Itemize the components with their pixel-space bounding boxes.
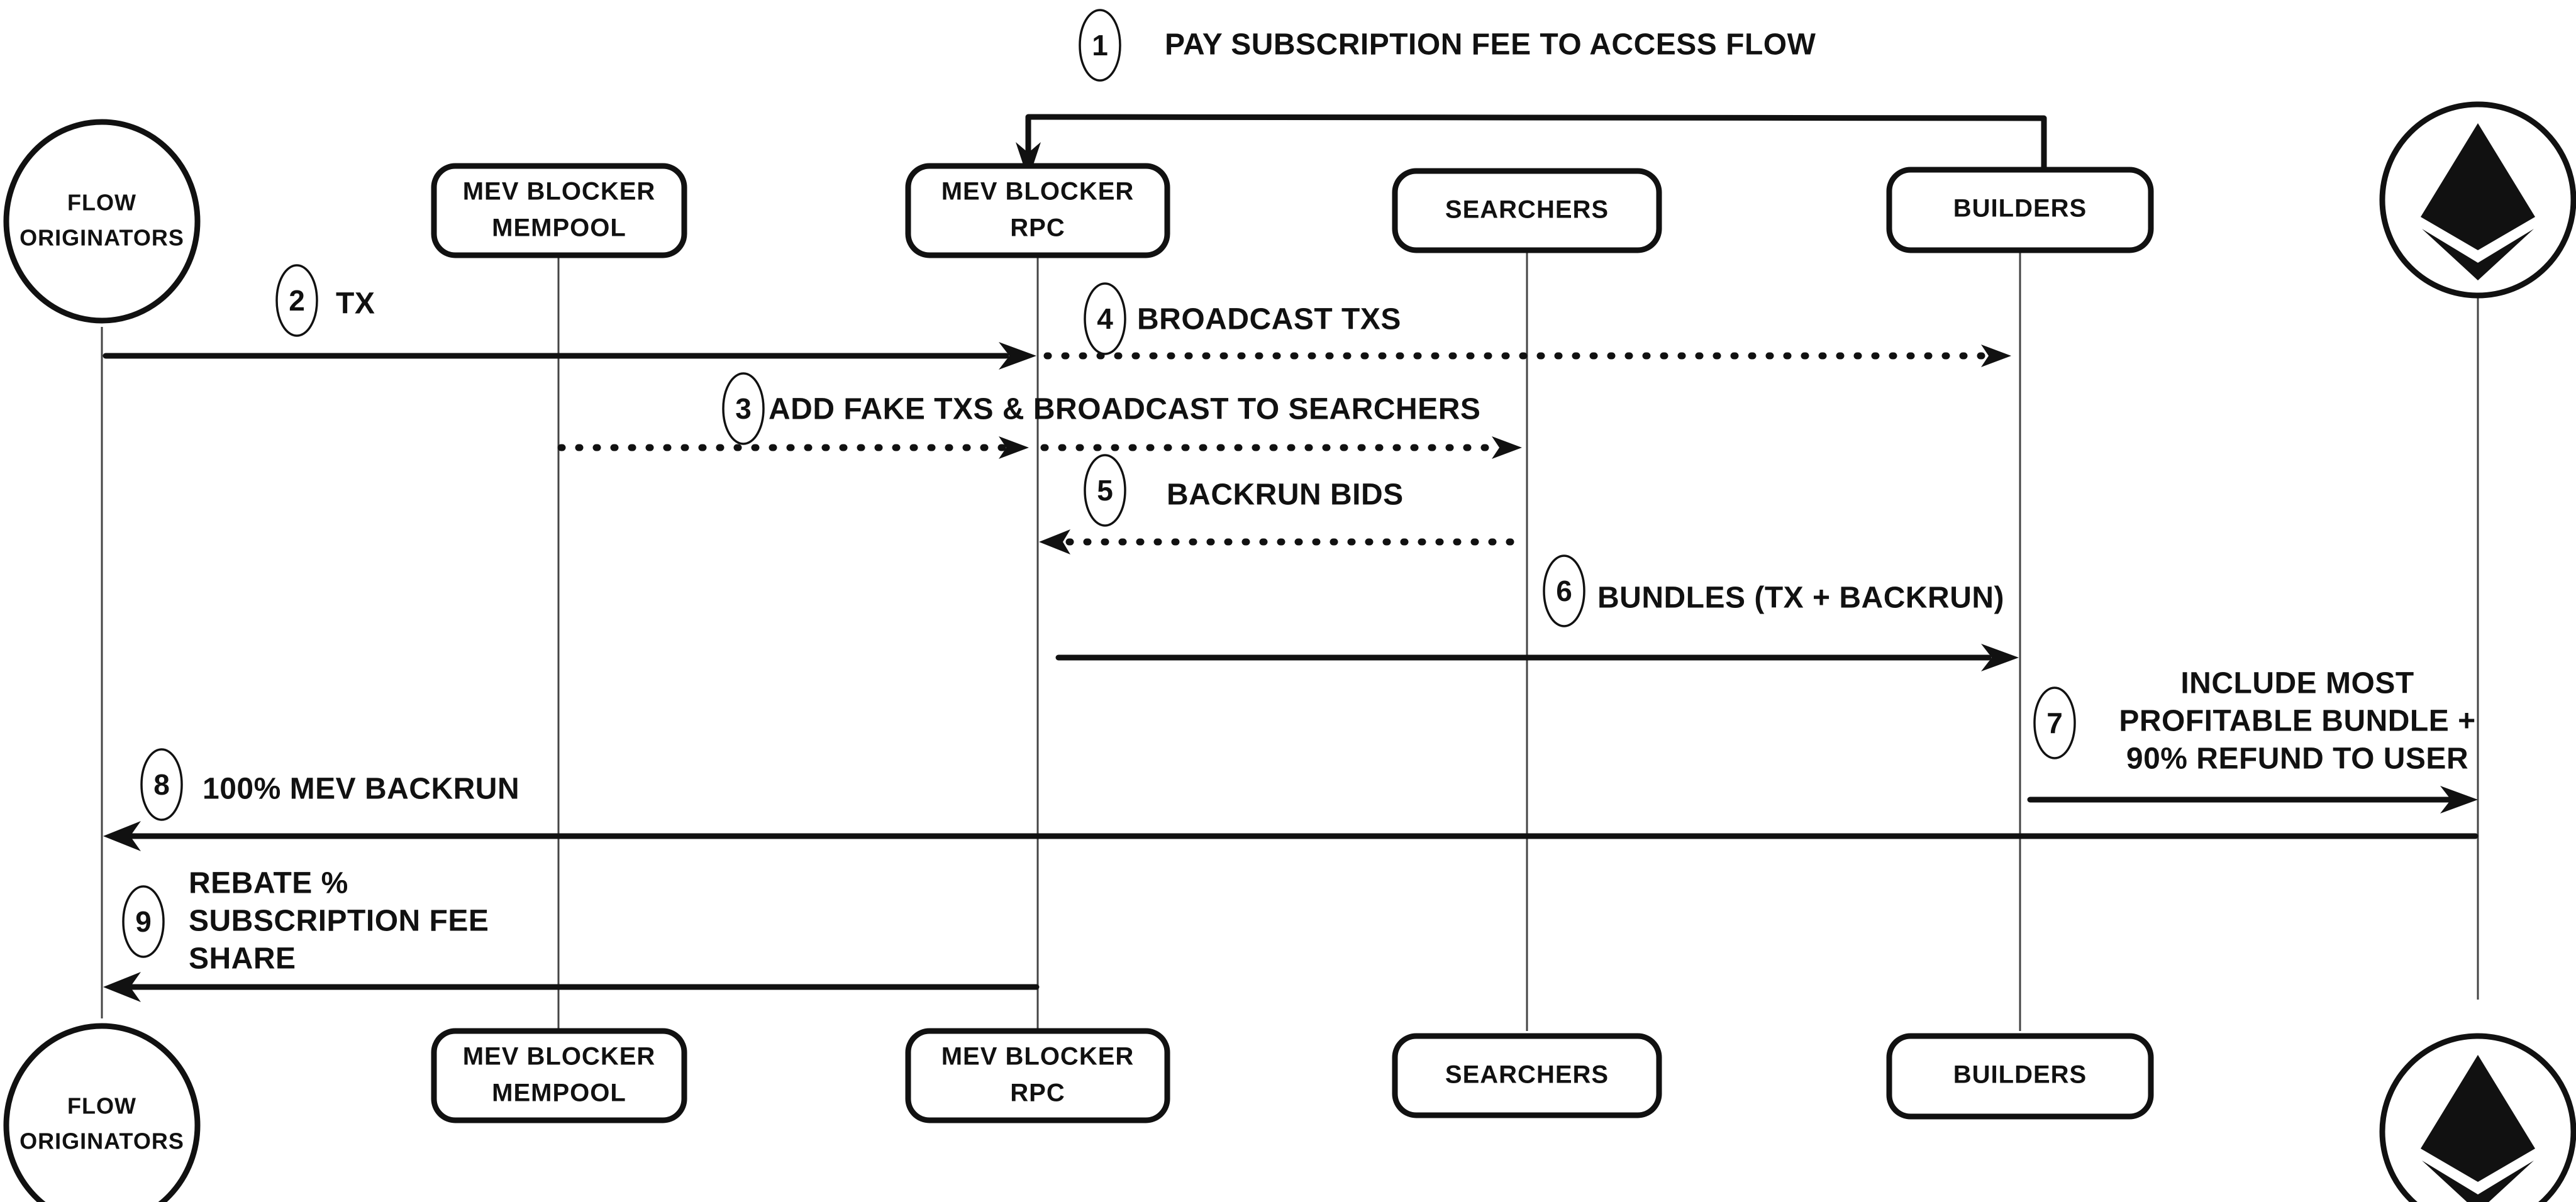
mev-blocker-mempool-box-top — [431, 163, 687, 258]
message-1-path — [1025, 114, 2047, 172]
participant-mev-blocker-rpc-bottom[interactable]: MEV BLOCKER RPC — [905, 1028, 1170, 1123]
flow-originators-circle-top — [3, 119, 201, 324]
mev-blocker-rpc-box-top — [905, 163, 1170, 258]
message-3-arrowhead-a — [999, 436, 1029, 459]
participant-ethereum-top[interactable] — [2379, 101, 2576, 299]
message-9-label-line2: SUBSCRIPTION FEE — [189, 905, 489, 938]
message-5-backrun-bids[interactable]: 5 BACKRUN BIDS — [1039, 454, 1526, 554]
message-9-label-line1: REBATE % — [189, 867, 348, 900]
message-5-label: BACKRUN BIDS — [1167, 478, 1404, 512]
step-badge-3 — [722, 372, 765, 445]
message-7-arrowhead — [2440, 786, 2478, 813]
step-badge-4 — [1084, 282, 1126, 355]
message-7-label-line3: 90% REFUND TO USER — [2126, 742, 2468, 776]
message-7-include-most-profitable-bundle[interactable]: 7 INCLUDE MOST PROFITABLE BUNDLE + 90% R… — [2027, 667, 2478, 813]
searchers-box-bottom — [1392, 1033, 1662, 1118]
message-3-add-fake-txs[interactable]: 3 ADD FAKE TXS & BROADCAST TO SEARCHERS — [557, 372, 1522, 459]
message-3-label: ADD FAKE TXS & BROADCAST TO SEARCHERS — [769, 393, 1480, 426]
participant-ethereum-bottom[interactable] — [2379, 1033, 2576, 1202]
step-badge-7 — [2033, 686, 2076, 759]
message-1-label: PAY SUBSCRIPTION FEE TO ACCESS FLOW — [1165, 28, 1816, 62]
mev-blocker-rpc-label-line2-bottom: RPC — [1010, 1079, 1065, 1107]
step-number-3: 3 — [735, 392, 752, 425]
message-6-bundles[interactable]: 6 BUNDLES (TX + BACKRUN) — [1055, 554, 2019, 671]
message-8-label: 100% MEV BACKRUN — [203, 773, 519, 806]
message-1-pay-subscription-fee[interactable]: 1 PAY SUBSCRIPTION FEE TO ACCESS FLOW — [1016, 9, 2047, 180]
participant-mev-blocker-mempool-bottom[interactable]: MEV BLOCKER MEMPOOL — [431, 1028, 687, 1123]
builders-box-top — [1886, 167, 2154, 253]
message-4-broadcast-txs[interactable]: 4 BROADCAST TXS — [1043, 282, 2011, 367]
step-badge-1 — [1079, 9, 1121, 82]
participant-searchers-bottom[interactable]: SEARCHERS — [1392, 1033, 1662, 1118]
message-8-mev-backrun[interactable]: 8 100% MEV BACKRUN — [103, 748, 2479, 851]
builders-label-top: BUILDERS — [1953, 195, 2087, 223]
step-number-2: 2 — [289, 284, 305, 317]
step-badge-2 — [275, 264, 318, 337]
mev-blocker-rpc-label-line1-top: MEV BLOCKER — [941, 178, 1135, 206]
mev-blocker-rpc-label-line1-bottom: MEV BLOCKER — [941, 1043, 1135, 1071]
mev-blocker-rpc-label-line2-top: RPC — [1010, 214, 1065, 242]
step-badge-6 — [1543, 554, 1585, 627]
flow-originators-circle-bottom — [3, 1023, 201, 1202]
step-number-8: 8 — [153, 768, 170, 801]
mev-blocker-rpc-box-bottom — [905, 1028, 1170, 1123]
step-badge-8 — [140, 748, 183, 821]
message-1-arrowhead — [1016, 142, 1041, 180]
flow-originators-label-line1-bottom: FLOW — [67, 1093, 136, 1119]
mev-blocker-mempool-label-line1-top: MEV BLOCKER — [463, 178, 656, 206]
builders-label-bottom: BUILDERS — [1953, 1061, 2087, 1089]
mev-blocker-mempool-label-line2-top: MEMPOOL — [492, 214, 626, 242]
message-4-label: BROADCAST TXS — [1137, 303, 1401, 336]
message-8-arrowhead — [103, 821, 141, 851]
step-number-6: 6 — [1556, 575, 1572, 607]
message-3-arrowhead-b — [1492, 436, 1522, 459]
flow-originators-label-line2-bottom: ORIGINATORS — [19, 1128, 184, 1154]
message-2-arrowhead — [999, 342, 1036, 370]
step-number-9: 9 — [135, 905, 152, 938]
step-number-4: 4 — [1097, 302, 1113, 335]
searchers-label-bottom: SEARCHERS — [1445, 1061, 1609, 1089]
participant-flow-originators-bottom[interactable]: FLOW ORIGINATORS — [3, 1023, 201, 1202]
participant-searchers-top[interactable]: SEARCHERS — [1392, 168, 1662, 253]
message-4-arrowhead — [1981, 345, 2011, 367]
participant-builders-top[interactable]: BUILDERS — [1886, 167, 2154, 253]
message-7-label-line2: PROFITABLE BUNDLE + — [2119, 705, 2475, 738]
message-2-label: TX — [336, 287, 375, 321]
participant-builders-bottom[interactable]: BUILDERS — [1886, 1033, 2154, 1120]
searchers-label-top: SEARCHERS — [1445, 196, 1609, 224]
message-7-label-line1: INCLUDE MOST — [2180, 667, 2414, 700]
step-number-5: 5 — [1097, 474, 1113, 507]
ethereum-logo-icon-bottom — [2421, 1055, 2535, 1202]
mev-blocker-mempool-label-line1-bottom: MEV BLOCKER — [463, 1043, 656, 1071]
mev-blocker-mempool-label-line2-bottom: MEMPOOL — [492, 1079, 626, 1107]
step-number-1: 1 — [1092, 29, 1108, 62]
message-5-arrowhead — [1039, 529, 1070, 554]
flow-originators-label-line2-top: ORIGINATORS — [19, 225, 184, 251]
searchers-box-top — [1392, 168, 1662, 253]
builders-box-bottom — [1886, 1033, 2154, 1120]
step-badge-5 — [1084, 454, 1126, 527]
message-9-rebate-subscription-fee-share[interactable]: 9 REBATE % SUBSCRIPTION FEE SHARE — [103, 867, 1040, 1002]
message-9-arrowhead — [103, 972, 141, 1002]
ethereum-logo-icon-top — [2421, 123, 2535, 280]
participant-flow-originators-top[interactable]: FLOW ORIGINATORS — [3, 119, 201, 324]
mev-blocker-mempool-box-bottom — [431, 1028, 687, 1123]
message-6-arrowhead — [1981, 644, 2019, 671]
participant-mev-blocker-mempool-top[interactable]: MEV BLOCKER MEMPOOL — [431, 163, 687, 258]
message-6-label: BUNDLES (TX + BACKRUN) — [1597, 582, 2004, 615]
flow-originators-label-line1-top: FLOW — [67, 190, 136, 216]
step-badge-9 — [122, 885, 165, 958]
lifelines — [101, 250, 2479, 1031]
participant-mev-blocker-rpc-top[interactable]: MEV BLOCKER RPC — [905, 163, 1170, 258]
step-number-7: 7 — [2046, 707, 2063, 739]
message-9-label-line3: SHARE — [189, 942, 296, 976]
message-2-tx[interactable]: 2 TX — [103, 264, 1036, 370]
